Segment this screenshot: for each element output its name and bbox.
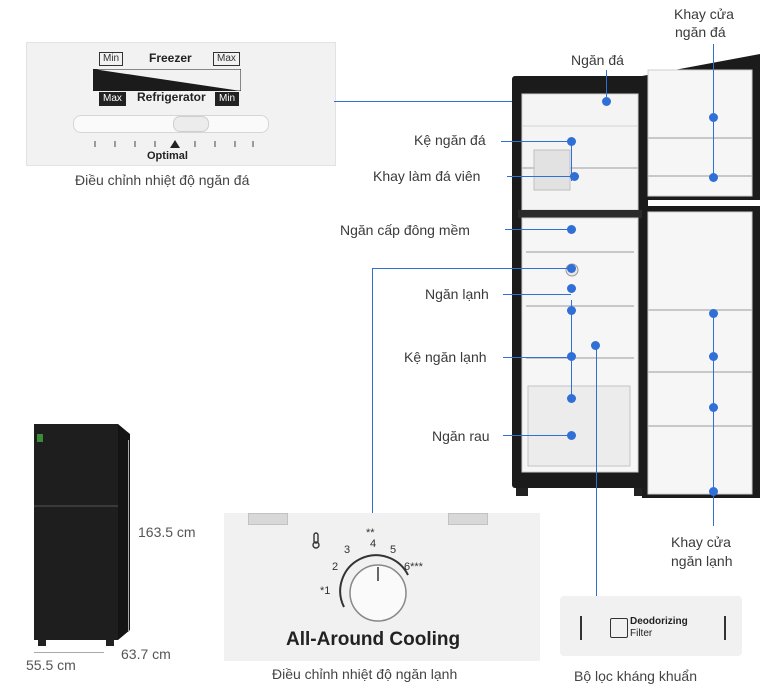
width-dimension: 55.5 cm: [26, 657, 76, 673]
dial-mark-4: 4: [370, 538, 377, 550]
callout-line: [503, 435, 571, 436]
filter-label-1: Deodorizing: [630, 616, 688, 627]
callout-line: [372, 268, 572, 269]
dial-mark-stars: **: [366, 527, 375, 539]
min-tag: Min: [99, 52, 124, 66]
label-khay-cua-ngan-lanh-2: ngăn lạnh: [671, 553, 733, 569]
slider-ticks: [94, 140, 254, 148]
callout-dot: [567, 306, 576, 315]
dial-mark-6: 6***: [404, 561, 423, 573]
label-ngan-rau: Ngăn rau: [432, 428, 490, 444]
callout-dot: [709, 352, 718, 361]
freezer-label: Freezer: [149, 51, 192, 65]
label-ke-ngan-da: Kệ ngăn đá: [414, 132, 486, 148]
filter-frame: [580, 616, 726, 640]
slider-handle[interactable]: [173, 116, 209, 132]
callout-line: [713, 44, 714, 178]
callout-dot: [709, 403, 718, 412]
refrigerator-label: Refrigerator: [137, 90, 206, 104]
label-ngan-cap-dong: Ngăn cấp đông mềm: [340, 222, 470, 238]
callout-line: [507, 176, 579, 177]
filter-label-2: Filter: [630, 628, 653, 639]
callout-line: [372, 268, 373, 514]
label-khay-cua-ngan-da-2: ngăn đá: [675, 24, 726, 40]
filter-caption: Bộ lọc kháng khuẩn: [574, 668, 697, 684]
callout-line: [713, 312, 714, 526]
freezer-caption: Điều chỉnh nhiệt độ ngăn đá: [75, 172, 250, 188]
fridge-open-illustration: [512, 54, 760, 498]
min-dark-tag: Min: [215, 92, 240, 106]
callout-dot: [709, 487, 718, 496]
cooling-dial-panel: *1 2 3 ** 4 5 6*** All-Around Cooling: [224, 513, 540, 661]
panel-slot: [448, 513, 488, 525]
callout-dot: [567, 352, 576, 361]
cooling-dial[interactable]: [300, 527, 450, 623]
depth-dimension: 63.7 cm: [121, 646, 171, 662]
callout-line: [503, 294, 571, 295]
callout-line: [501, 141, 571, 142]
optimal-label: Optimal: [147, 150, 188, 162]
dial-mark-1: *1: [320, 585, 331, 597]
height-dimension-line: [128, 440, 129, 632]
callout-dot: [709, 173, 718, 182]
callout-line: [505, 229, 571, 230]
callout-dot: [567, 394, 576, 403]
width-dimension-line: [34, 652, 104, 653]
callout-dot: [567, 264, 576, 273]
label-ke-ngan-lanh: Kệ ngăn lạnh: [404, 349, 487, 365]
callout-line: [596, 344, 597, 596]
callout-dot: [567, 225, 576, 234]
callout-dot: [591, 341, 600, 350]
label-khay-cua-ngan-da-1: Khay cửa: [674, 6, 734, 22]
dial-mark-5: 5: [390, 544, 397, 556]
temperature-wedge: [93, 69, 241, 91]
max-tag: Max: [213, 52, 240, 66]
label-khay-cua-ngan-lanh-1: Khay cửa: [671, 534, 731, 550]
callout-line: [571, 141, 572, 181]
deodorizing-filter-panel: Deodorizing Filter: [560, 596, 742, 656]
callout-dot: [709, 309, 718, 318]
callout-line: [503, 357, 571, 358]
callout-dot: [567, 431, 576, 440]
fridge-closed-illustration: [34, 424, 130, 646]
panel-slot: [248, 513, 288, 525]
callout-dot: [567, 137, 576, 146]
callout-dot: [567, 284, 576, 293]
callout-line: [571, 300, 572, 398]
fridge-dial-caption: Điều chỉnh nhiệt độ ngăn lạnh: [272, 666, 458, 682]
all-around-cooling-title: All-Around Cooling: [286, 629, 461, 650]
dial-mark-2: 2: [332, 561, 339, 573]
slider-track[interactable]: [73, 115, 269, 133]
height-dimension: 163.5 cm: [138, 524, 196, 540]
label-khay-lam-da: Khay làm đá viên: [373, 168, 481, 184]
freezer-control-panel: Min Freezer Max Max Refrigerator Min Opt…: [26, 42, 336, 166]
label-ngan-lanh: Ngăn lạnh: [425, 286, 489, 302]
max-dark-tag: Max: [99, 92, 126, 106]
filter-icon: [610, 618, 628, 638]
callout-dot: [602, 97, 611, 106]
label-ngan-da: Ngăn đá: [571, 52, 624, 68]
dial-mark-3: 3: [344, 544, 351, 556]
connector-line: [334, 101, 574, 102]
callout-dot: [570, 172, 579, 181]
callout-line: [606, 70, 607, 102]
callout-dot: [709, 113, 718, 122]
